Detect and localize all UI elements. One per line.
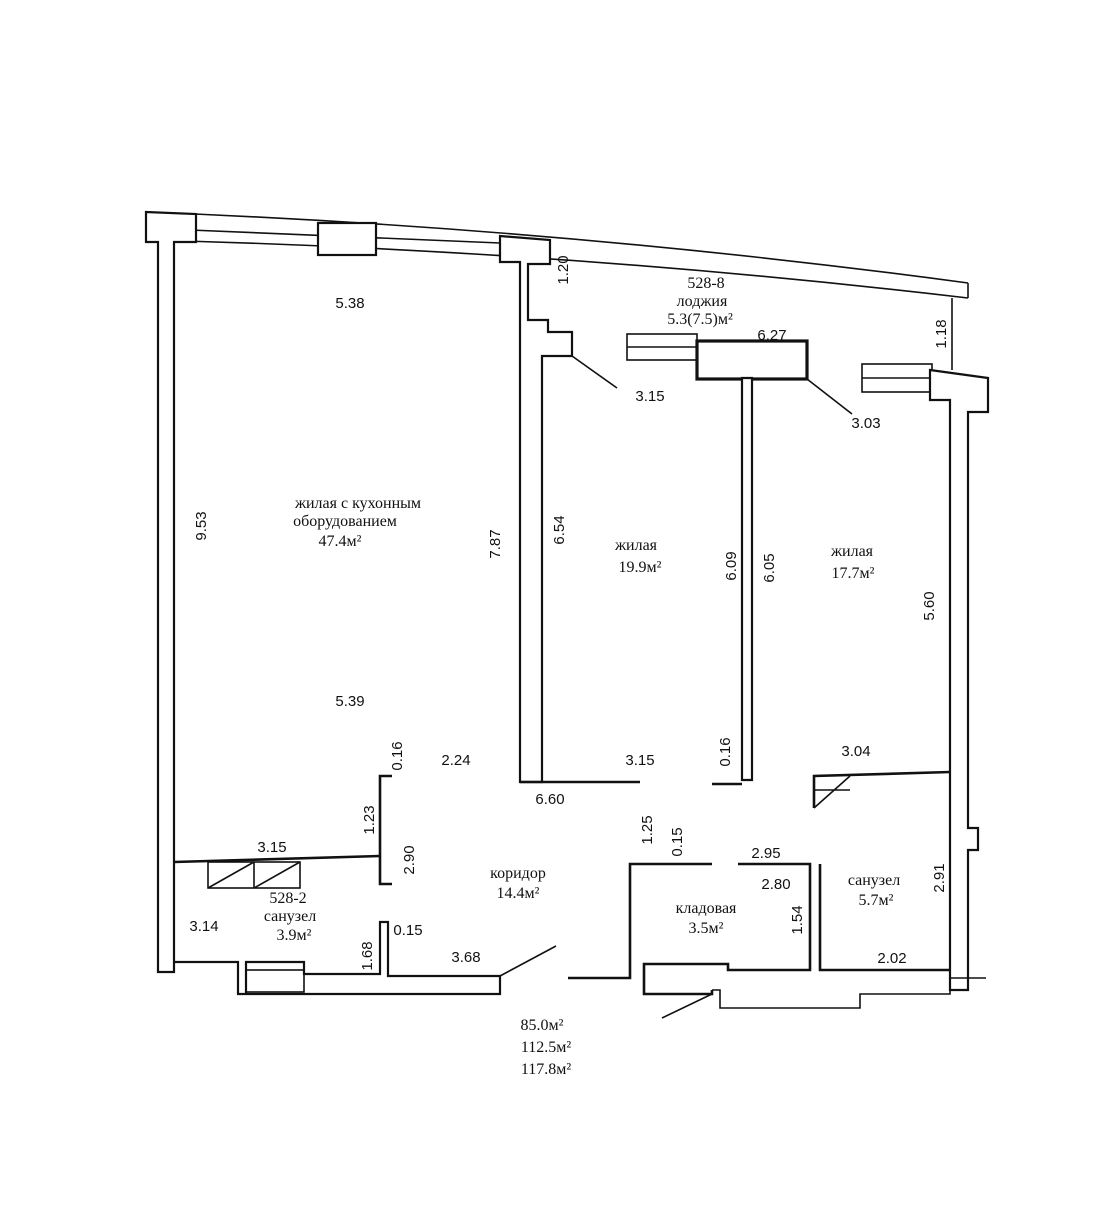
partition-wall-center: [498, 234, 574, 784]
dim-0-15-top: 0.15: [669, 827, 686, 856]
corridor-name: коридор: [490, 865, 546, 882]
dim-2-24: 2.24: [441, 752, 470, 769]
wall-bath-right-top: [812, 770, 951, 808]
entry-door-swing: [499, 945, 557, 977]
loggia-pier: [695, 339, 809, 381]
room-right-name: жилая: [830, 543, 874, 560]
wall-storage: [642, 862, 812, 996]
storage-area: 3.5м²: [689, 920, 724, 937]
loggia-area: 5.3(7.5)м²: [667, 311, 733, 328]
dim-1-68: 1.68: [359, 941, 376, 970]
dim-3-04: 3.04: [841, 743, 870, 760]
dim-3-03: 3.03: [851, 415, 880, 432]
total-area-1: 85.0м²: [521, 1017, 564, 1034]
dim-1-54: 1.54: [789, 905, 806, 934]
dim-0-16-left: 0.16: [389, 741, 406, 770]
dim-7-87: 7.87: [487, 529, 504, 558]
dim-6-60: 6.60: [535, 791, 564, 808]
dim-5-38: 5.38: [335, 295, 364, 312]
bath-right-name: санузел: [848, 872, 900, 889]
room-right-area: 17.7м²: [832, 565, 875, 582]
dim-1-18: 1.18: [933, 319, 950, 348]
dim-1-23: 1.23: [361, 805, 378, 834]
door-swing-right: [806, 378, 853, 415]
living-kitchen-area: 47.4м²: [319, 533, 362, 550]
dim-2-90: 2.90: [401, 845, 418, 874]
dim-2-02: 2.02: [877, 950, 906, 967]
dim-1-25: 1.25: [639, 815, 656, 844]
dim-6-27: 6.27: [757, 327, 786, 344]
dim-2-91: 2.91: [931, 863, 948, 892]
bath-left-code: 528-2: [269, 890, 306, 907]
loggia-name: лоджия: [677, 293, 728, 310]
right-exterior-wall: [928, 368, 990, 992]
living-kitchen-name-1: жилая с кухонным: [294, 495, 421, 512]
bath-left-area: 3.9м²: [277, 927, 312, 944]
wall-bath-right-bottom: [818, 864, 950, 972]
dim-6-05: 6.05: [761, 553, 778, 582]
wall-bath-left-top: [173, 854, 381, 864]
dim-1-20: 1.20: [555, 255, 572, 284]
bottom-wall-left: [174, 920, 502, 996]
dim-3-15-left: 3.15: [257, 839, 286, 856]
dim-2-80: 2.80: [761, 876, 790, 893]
loggia-door-swing: [571, 355, 618, 389]
corridor-area: 14.4м²: [497, 885, 540, 902]
bath-right-area: 5.7м²: [859, 892, 894, 909]
dim-3-68: 3.68: [451, 949, 480, 966]
storage-name: кладовая: [676, 900, 737, 917]
dim-0-16-mid: 0.16: [717, 737, 734, 766]
dim-3-15-top: 3.15: [635, 388, 664, 405]
room-center-area: 19.9м²: [619, 559, 662, 576]
total-area-3: 117.8м²: [521, 1061, 572, 1078]
living-kitchen-name-2: оборудованием: [293, 513, 397, 530]
dim-6-54: 6.54: [551, 515, 568, 544]
wall-storage-left: [568, 862, 712, 980]
wall-bath-left-right: [378, 774, 392, 886]
dim-0-15-bottom: 0.15: [393, 922, 422, 939]
dim-3-15-mid: 3.15: [625, 752, 654, 769]
loggia-code: 528-8: [687, 275, 724, 292]
window-pier: [316, 221, 378, 257]
dim-2-95: 2.95: [751, 845, 780, 862]
partition-wall-thin: [740, 376, 754, 782]
dim-5-39: 5.39: [335, 693, 364, 710]
bath-left-name: санузел: [264, 908, 316, 925]
dim-9-53: 9.53: [193, 511, 210, 540]
dim-6-09: 6.09: [723, 551, 740, 580]
room-center-name: жилая: [614, 537, 658, 554]
total-area-2: 112.5м²: [521, 1039, 572, 1056]
dim-5-60: 5.60: [921, 591, 938, 620]
dim-3-14: 3.14: [189, 918, 218, 935]
left-exterior-wall: [144, 210, 198, 974]
bottom-door-swing: [661, 993, 713, 1019]
